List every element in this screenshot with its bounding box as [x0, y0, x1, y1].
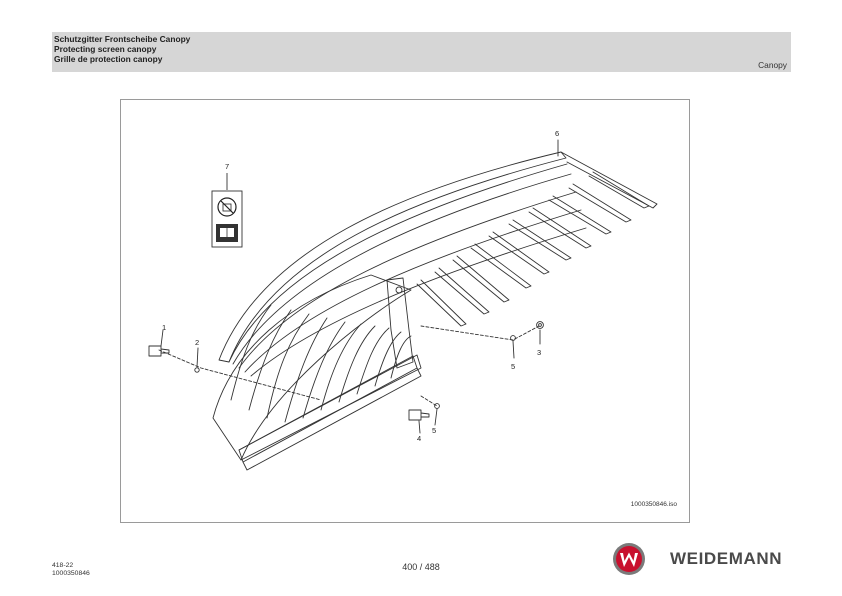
section-label: Canopy — [758, 60, 787, 70]
exploded-view-figure: 1 2 3 4 5 5 6 7 1000350846.iso — [120, 99, 690, 523]
nut-part-3 — [536, 321, 544, 329]
callout-4: 4 — [417, 434, 422, 443]
decal-part-7 — [211, 173, 243, 248]
outer-frame-arch — [218, 151, 567, 363]
doc-code: 418-22 — [52, 562, 74, 569]
title-german: Schutzgitter Frontscheibe Canopy — [54, 34, 191, 44]
mounting-bracket — [386, 277, 414, 369]
callout-5a: 5 — [511, 362, 516, 371]
page-header: Schutzgitter Frontscheibe Canopy Protect… — [52, 32, 791, 72]
footer-doc-info: 418-22 1000350846 — [52, 562, 90, 578]
title-french: Grille de protection canopy — [54, 54, 163, 64]
doc-number: 1000350846 — [52, 570, 90, 577]
title-english: Protecting screen canopy — [54, 44, 157, 54]
image-id: 1000350846.iso — [630, 501, 677, 508]
washer-part-5b — [434, 403, 440, 409]
callout-1: 1 — [162, 323, 167, 332]
washer-part-5a — [510, 335, 516, 341]
bolt-part-4 — [408, 409, 430, 421]
weidemann-w-logo — [613, 543, 645, 575]
callout-6: 6 — [555, 129, 560, 138]
grille-body — [212, 274, 412, 461]
bolt-part-1 — [148, 345, 170, 357]
screen-drawing — [148, 139, 658, 471]
header-titles: Schutzgitter Frontscheibe Canopy Protect… — [54, 34, 190, 64]
page-number: 400 / 488 — [402, 562, 440, 572]
brand-wordmark: WEIDEMANN — [670, 549, 783, 568]
outer-frame-inner — [228, 163, 568, 363]
callout-2: 2 — [195, 338, 200, 347]
callout-7: 7 — [225, 162, 230, 171]
mounting-bar — [238, 355, 418, 463]
washer-part-2 — [194, 367, 200, 373]
callout-3: 3 — [537, 348, 542, 357]
callout-5b: 5 — [432, 426, 437, 435]
